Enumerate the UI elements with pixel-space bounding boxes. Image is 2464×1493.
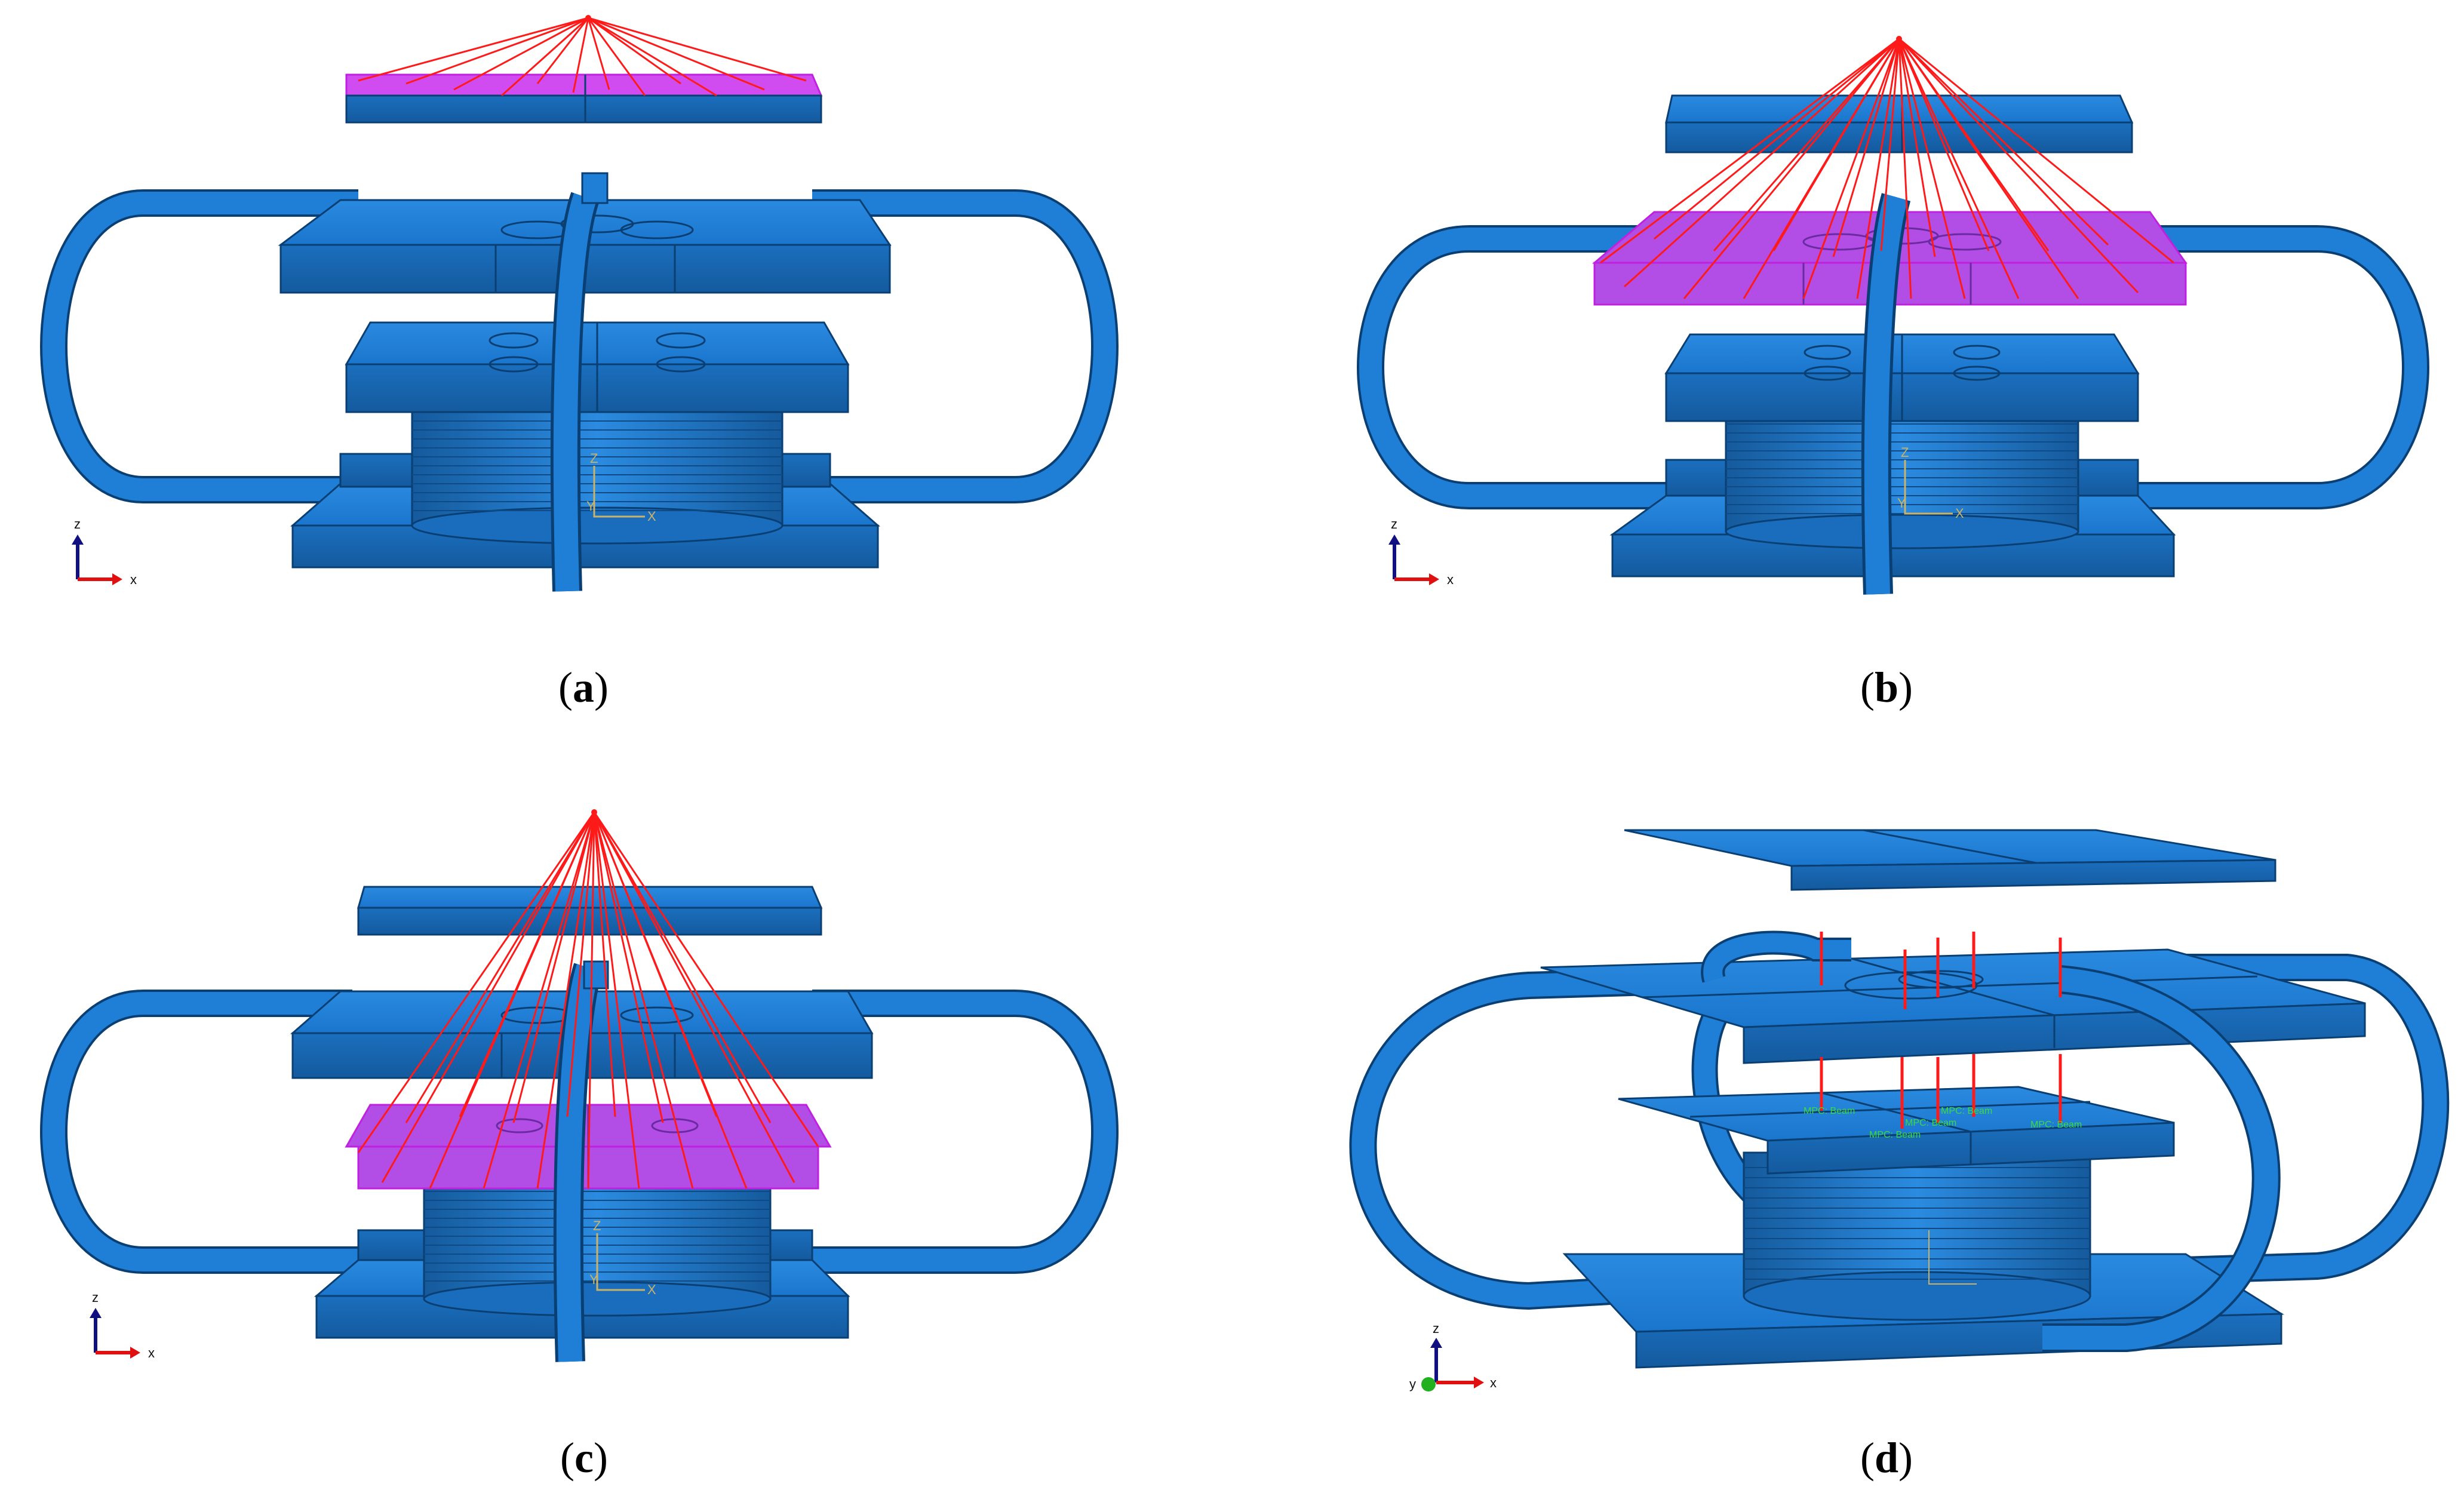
local-coordinate-system xyxy=(1928,1230,1977,1285)
global-axis-triad: z x y xyxy=(1409,1321,1497,1391)
cs-x-label: X xyxy=(1955,506,1964,521)
caption-a: (a) xyxy=(558,663,609,711)
triad-x-label: x xyxy=(1490,1375,1497,1390)
coupling-constraint-fan xyxy=(357,812,819,1189)
triad-z-label: z xyxy=(1391,517,1397,532)
mpc-label: MPC: Beam xyxy=(1941,1106,1992,1116)
top-plate-top xyxy=(1665,94,2134,124)
local-coordinate-system: Z Y X xyxy=(589,1218,656,1297)
cs-y-label: Y xyxy=(586,499,595,514)
top-plate-coupled-surface xyxy=(345,73,823,97)
panel-c: Z Y X z x (c) xyxy=(40,809,1119,1482)
cs-y-label: Y xyxy=(1897,496,1906,511)
bearing-model xyxy=(40,15,1119,592)
cs-y-label: Y xyxy=(589,1272,598,1287)
cs-x-label: X xyxy=(647,1282,656,1297)
cs-z-label: Z xyxy=(593,1218,601,1233)
panel-a: Z Y X z x (a) xyxy=(40,15,1119,711)
top-plate-side xyxy=(1790,859,2276,891)
top-plate-top xyxy=(357,886,823,909)
triad-x-label: x xyxy=(148,1345,155,1360)
coupling-constraint-fan xyxy=(358,17,807,97)
mpc-beam-connectors xyxy=(1820,932,2062,1129)
triad-z-label: z xyxy=(1433,1321,1439,1336)
local-coordinate-system: Z Y X xyxy=(586,451,656,524)
global-axis-triad: z x xyxy=(1388,517,1454,587)
caption-b: (b) xyxy=(1860,663,1913,711)
global-axis-triad: z x xyxy=(72,517,137,587)
mpc-label: MPC: Beam xyxy=(2030,1120,2082,1130)
local-coordinate-system: Z Y X xyxy=(1897,445,1964,521)
triad-x-label: x xyxy=(130,572,137,587)
triad-x-label: x xyxy=(1447,572,1454,587)
caption-c: (c) xyxy=(560,1434,608,1482)
reference-point xyxy=(591,809,597,815)
coupling-constraint-fan xyxy=(1600,38,2174,299)
panel-d: MPC: Beam MPC: Beam MPC: Beam MPC: Beam … xyxy=(1349,829,2450,1482)
caption-d: (d) xyxy=(1860,1434,1913,1482)
mpc-label: MPC: Beam xyxy=(1869,1130,1921,1140)
top-plate-side xyxy=(357,907,822,936)
cs-z-label: Z xyxy=(590,451,598,466)
mpc-labels: MPC: Beam MPC: Beam MPC: Beam MPC: Beam … xyxy=(1804,1106,2082,1140)
reference-point xyxy=(1896,36,1902,42)
mpc-label: MPC: Beam xyxy=(1804,1106,1855,1116)
triad-z-label: z xyxy=(92,1290,99,1305)
reference-point xyxy=(585,15,591,21)
cs-z-label: Z xyxy=(1901,445,1909,460)
rubber-bearing-cylinder xyxy=(1725,411,2079,549)
rubber-bearing-cylinder xyxy=(411,399,784,545)
panel-b: Z Y X z x (b) xyxy=(1357,36,2429,711)
y-axis-dot-icon xyxy=(1421,1377,1436,1391)
triad-y-label: y xyxy=(1409,1377,1416,1391)
triad-z-label: z xyxy=(74,517,81,532)
rubber-bearing-cylinder xyxy=(1743,1151,2091,1321)
top-plate-side xyxy=(345,94,822,124)
global-axis-triad: z x xyxy=(90,1290,155,1360)
top-plate-side xyxy=(1665,121,2133,153)
cs-x-label: X xyxy=(647,509,656,524)
mpc-label: MPC: Beam xyxy=(1905,1118,1956,1128)
